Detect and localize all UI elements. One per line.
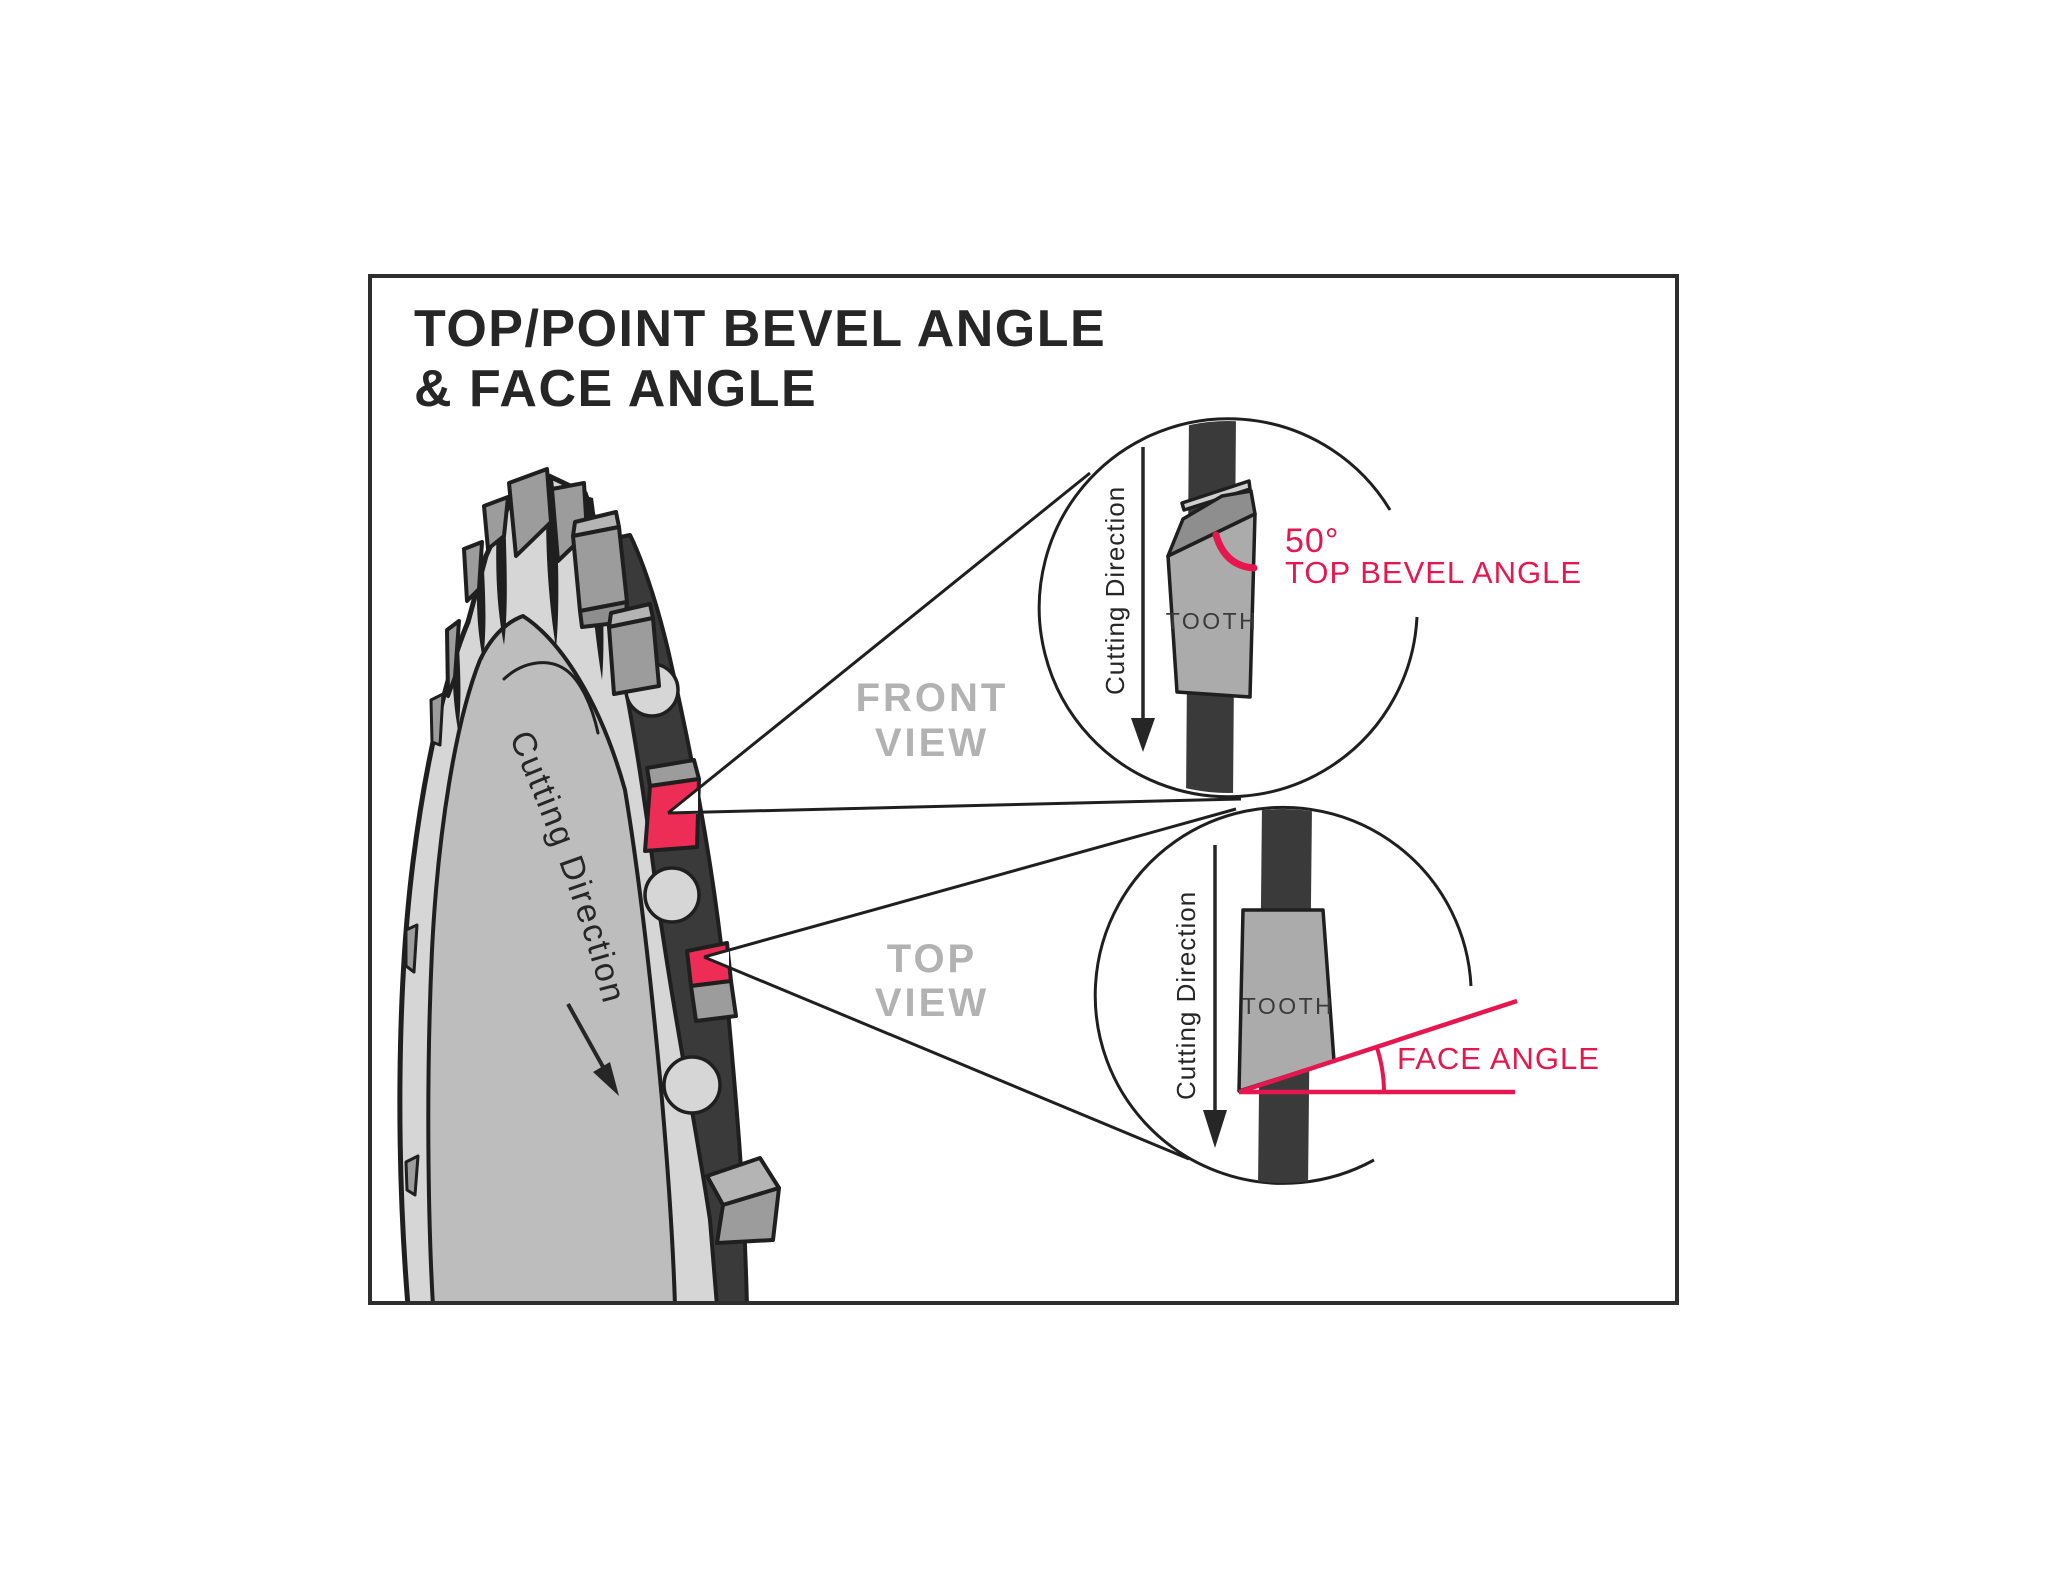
face-angle-lines	[1238, 998, 1518, 1095]
highlighted-tooth-front	[643, 758, 701, 853]
blade-cutting-direction-arrow	[566, 1003, 619, 1096]
bevel-angle-value: 50°	[1285, 522, 1339, 560]
top-view-cutting-direction-label: Cutting Direction	[1171, 891, 1201, 1100]
svg-text:TOP: TOP	[887, 937, 978, 981]
top-view-detail-circle: TOOTH Cutting Direction FACE ANGLE	[1093, 805, 1600, 1185]
face-angle-label: FACE ANGLE	[1397, 1041, 1600, 1076]
svg-text:VIEW: VIEW	[875, 721, 989, 765]
blade-tooth	[705, 1156, 781, 1245]
top-view-tooth-label: TOOTH	[1242, 993, 1335, 1019]
blade-inner-region	[426, 614, 677, 1301]
diagram-title-line1: TOP/POINT BEVEL ANGLE	[414, 300, 1106, 358]
callout-line-front-lower	[667, 797, 1242, 815]
top-view-cutting-direction-arrow	[1203, 845, 1227, 1148]
callout-line-top-upper	[703, 807, 1237, 959]
gullet-scallop	[643, 866, 701, 924]
front-view-detail-circle: TOOTH Cutting Direction 50° TOP BEVEL AN…	[1037, 417, 1582, 799]
bevel-angle-arc	[1212, 531, 1258, 572]
front-view-cutting-direction-arrow	[1131, 447, 1155, 752]
blade-gullet-scallops	[624, 662, 722, 1115]
svg-text:FRONT: FRONT	[856, 676, 1009, 720]
saw-blade-illustration: Cutting Direction	[397, 467, 781, 1301]
callout-line-top-lower	[703, 955, 1190, 1161]
diagram-frame	[368, 274, 1679, 1305]
bevel-angle-label: TOP BEVEL ANGLE	[1285, 555, 1582, 590]
callout-lines	[667, 471, 1242, 1161]
blade-detail-arc	[502, 661, 600, 735]
blade-left-slivers	[404, 692, 445, 1197]
svg-text:VIEW: VIEW	[875, 981, 989, 1025]
top-view-label: TOP VIEW	[875, 937, 989, 1025]
blade-tooth	[607, 602, 661, 696]
front-view-tooth-label: TOOTH	[1166, 608, 1259, 634]
highlighted-tooth-top	[685, 941, 738, 1023]
front-view-label: FRONT VIEW	[856, 676, 1009, 765]
gullet-scallop	[662, 1055, 722, 1115]
diagram-title-line2: & FACE ANGLE	[414, 360, 817, 418]
callout-line-front-upper	[667, 471, 1091, 815]
diagram-title: TOP/POINT BEVEL ANGLE & FACE ANGLE	[414, 300, 1106, 418]
front-view-cutting-direction-label: Cutting Direction	[1100, 486, 1130, 695]
blade-top-spike-tips	[445, 467, 589, 698]
front-view-circle-outline	[1037, 417, 1419, 799]
top-view-circle-outline	[1093, 805, 1473, 1185]
